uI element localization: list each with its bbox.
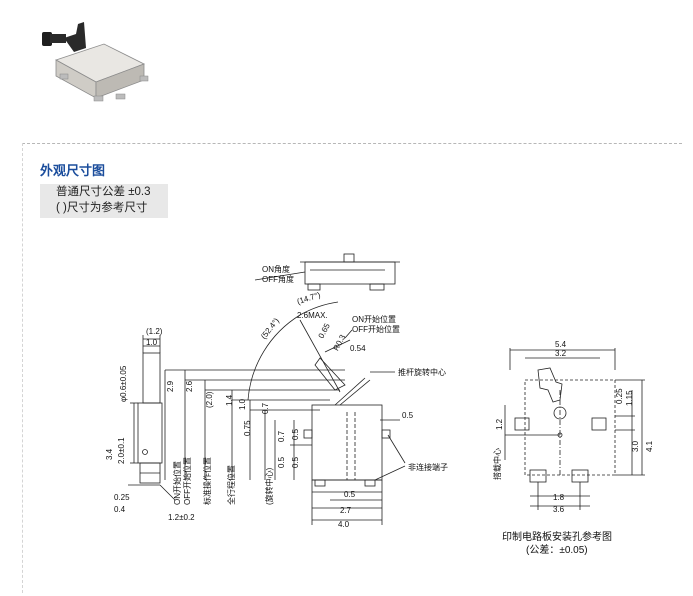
dim-0-5-lower: 0.5 bbox=[277, 456, 286, 468]
pcb-dim-1-8: 1.8 bbox=[553, 493, 565, 502]
dim-0-4-left: 0.4 bbox=[114, 505, 126, 514]
dim-0-5-left-col: 0.5 bbox=[291, 456, 300, 468]
pcb-dim-5-4: 5.4 bbox=[555, 340, 567, 349]
pcb-dim-0-25: 0.25 bbox=[615, 388, 624, 404]
on-start-position: ON开始位置 bbox=[172, 461, 182, 505]
pcb-dim-3-0: 3.0 bbox=[631, 440, 640, 452]
height-2-9: 2.9 bbox=[166, 380, 175, 392]
angle-52-label: (52.4°) bbox=[259, 316, 281, 341]
rotation-center-label: (旋转中心) bbox=[264, 467, 274, 505]
on-angle-label: ON角度 bbox=[262, 264, 290, 274]
height-1-4: 1.4 bbox=[225, 394, 234, 406]
front-on-start: ON开始位置 bbox=[352, 314, 396, 324]
off-start-position: OFF开始位置 bbox=[182, 457, 192, 505]
pcb-dim-1-2: 1.2 bbox=[495, 418, 504, 430]
pcb-caption: 印制电路板安装孔参考图 bbox=[502, 532, 612, 543]
dim-2-6-max: 2.6MAX. bbox=[297, 311, 328, 320]
lever-rotation-center: 推杆旋转中心 bbox=[398, 367, 446, 377]
standard-operating-position: 标准操作位置 bbox=[202, 457, 212, 505]
off-angle-label: OFF角度 bbox=[262, 274, 294, 284]
dim-1-2-tol: 1.2±0.2 bbox=[168, 513, 195, 522]
height-0-7: 0.7 bbox=[261, 402, 270, 414]
height-1-0: 1.0 bbox=[238, 398, 247, 410]
pcb-dim-1-15: 1.15 bbox=[625, 390, 634, 406]
tolerance-note: 普通尺寸公差 ±0.3 ( )尺寸为参考尺寸 bbox=[40, 184, 168, 218]
front-off-start: OFF开始位置 bbox=[352, 324, 400, 334]
dim-0-5-bottom: 0.5 bbox=[344, 490, 356, 499]
pcb-dim-3-2: 3.2 bbox=[555, 349, 567, 358]
pcb-tolerance: (公差：±0.05) bbox=[526, 545, 588, 556]
pcb-dim-4-1: 4.1 bbox=[645, 440, 654, 452]
reference-dimension-note: ( )尺寸为参考尺寸 bbox=[56, 202, 148, 214]
dim-0-5-mid: 0.5 bbox=[291, 428, 300, 440]
section-left-border bbox=[22, 143, 23, 593]
dim-0-5-right: 0.5 bbox=[402, 411, 414, 420]
dim-0-25-left: 0.25 bbox=[114, 493, 130, 502]
general-tolerance: 普通尺寸公差 ±0.3 bbox=[56, 186, 151, 198]
dim-pin-diameter: φ0.6±0.05 bbox=[119, 365, 128, 402]
height-0-75: 0.75 bbox=[243, 420, 252, 436]
height-2-6: 2.6 bbox=[185, 380, 194, 392]
dim-0-7-front: 0.7 bbox=[277, 430, 286, 442]
full-travel-position: 全行程位置 bbox=[226, 465, 236, 505]
dim-3-4: 3.4 bbox=[105, 448, 114, 460]
dim-4-0: 4.0 bbox=[338, 520, 350, 529]
section-divider bbox=[22, 143, 682, 144]
dimension-drawing: ON角度 OFF角度 (52.4°) (14.7°) (1.2) 1.0 φ0.… bbox=[105, 253, 654, 529]
section-title: 外观尺寸图 bbox=[40, 163, 106, 178]
angle-14-label: (14.7°) bbox=[296, 290, 322, 306]
dim-0-65: 0.65 bbox=[317, 321, 333, 339]
pcb-dim-3-6: 3.6 bbox=[553, 505, 565, 514]
product-photo bbox=[34, 8, 150, 108]
dim-0-54: 0.54 bbox=[350, 344, 366, 353]
dim-1-2-paren: (1.2) bbox=[146, 327, 163, 336]
dim-2-7: 2.7 bbox=[340, 506, 352, 515]
mount-center-label: 搭载中心 bbox=[492, 448, 502, 480]
dim-2-0-tol: 2.0±0.1 bbox=[117, 437, 126, 464]
height-2-0-paren: (2.0) bbox=[205, 391, 214, 408]
non-connect-terminal: 非连接端子 bbox=[408, 462, 448, 472]
dim-1-0-top: 1.0 bbox=[146, 338, 158, 347]
